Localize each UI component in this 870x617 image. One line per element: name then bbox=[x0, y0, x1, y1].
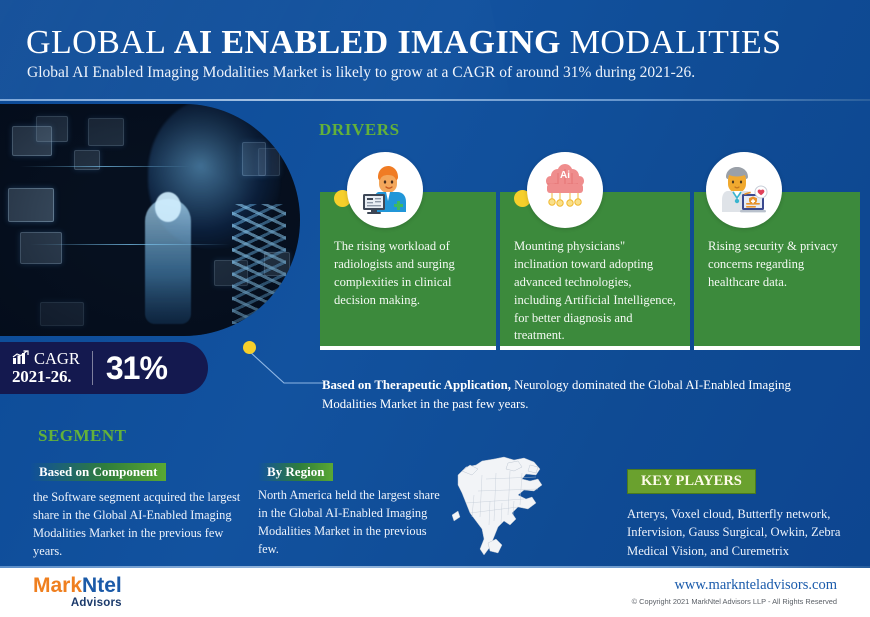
ai-brain-icon: Ai bbox=[527, 152, 603, 228]
hero-vignette bbox=[0, 104, 300, 336]
cagr-label-row: CAGR bbox=[12, 350, 80, 368]
segment-body-region: North America held the largest share in … bbox=[258, 488, 440, 556]
page-subtitle: Global AI Enabled Imaging Modalities Mar… bbox=[27, 64, 696, 81]
therapeutic-application-note: Based on Therapeutic Application, Neurol… bbox=[322, 376, 802, 414]
connector-line bbox=[248, 350, 324, 384]
key-players-badge: KEY PLAYERS bbox=[627, 469, 756, 494]
cagr-divider bbox=[91, 351, 93, 385]
website-link[interactable]: www.marknteladvisors.com bbox=[674, 577, 837, 593]
cagr-badge: CAGR 2021-26. 31% bbox=[0, 342, 208, 394]
driver-card-2: Mounting physicians" inclination toward … bbox=[500, 192, 690, 350]
svg-text:Ai: Ai bbox=[560, 170, 570, 181]
drivers-heading: DRIVERS bbox=[319, 120, 400, 139]
doctor-security-icon bbox=[706, 152, 782, 228]
copyright-text: © Copyright 2021 MarkNtel Advisors LLP -… bbox=[631, 597, 837, 606]
note-bold: Based on Therapeutic Application, bbox=[322, 378, 511, 392]
hero-image bbox=[0, 104, 300, 336]
driver-text: The rising workload of radiologists and … bbox=[334, 239, 455, 307]
header-divider bbox=[0, 99, 870, 101]
driver-dot bbox=[514, 190, 531, 207]
driver-text: Mounting physicians" inclination toward … bbox=[514, 239, 676, 343]
segment-heading: SEGMENT bbox=[38, 426, 127, 445]
segment-badge-component: Based on Component bbox=[30, 463, 167, 481]
connector-dot bbox=[243, 341, 256, 354]
north-america-map-icon bbox=[452, 456, 543, 556]
logo-mark-text: Mark bbox=[33, 574, 83, 597]
logo-ntel-text: Ntel bbox=[82, 574, 122, 597]
logo-wordmark: MarkNtel bbox=[33, 575, 122, 596]
note-rest: Neurology dominated the Global AI-Enable… bbox=[322, 378, 791, 412]
title-part-1: GLOBAL bbox=[26, 24, 174, 61]
cagr-value: 31% bbox=[105, 349, 168, 386]
logo-subtitle: Advisors bbox=[70, 597, 122, 609]
brand-logo[interactable]: MarkNtel Advisors bbox=[33, 575, 122, 609]
cagr-label-block: CAGR 2021-26. bbox=[0, 350, 80, 387]
key-players-list: Arterys, Voxel cloud, Butterfly network,… bbox=[627, 507, 841, 558]
page-title: GLOBAL AI ENABLED IMAGING MODALITIES bbox=[26, 24, 782, 62]
bar-chart-growth-icon bbox=[12, 349, 29, 368]
footer-divider bbox=[0, 566, 870, 568]
title-part-2: MODALITIES bbox=[560, 24, 782, 61]
segment-badge-region: By Region bbox=[258, 463, 334, 481]
driver-text: Rising security & privacy concerns regar… bbox=[708, 239, 838, 289]
driver-dot bbox=[334, 190, 351, 207]
title-highlight: AI ENABLED IMAGING bbox=[173, 24, 561, 61]
segment-body-component: the Software segment acquired the larges… bbox=[33, 490, 241, 558]
radiologist-icon bbox=[347, 152, 423, 228]
cagr-label: CAGR bbox=[34, 349, 80, 368]
footer-bar: MarkNtel Advisors www.marknteladvisors.c… bbox=[0, 568, 870, 617]
cagr-period: 2021-26. bbox=[12, 366, 72, 386]
